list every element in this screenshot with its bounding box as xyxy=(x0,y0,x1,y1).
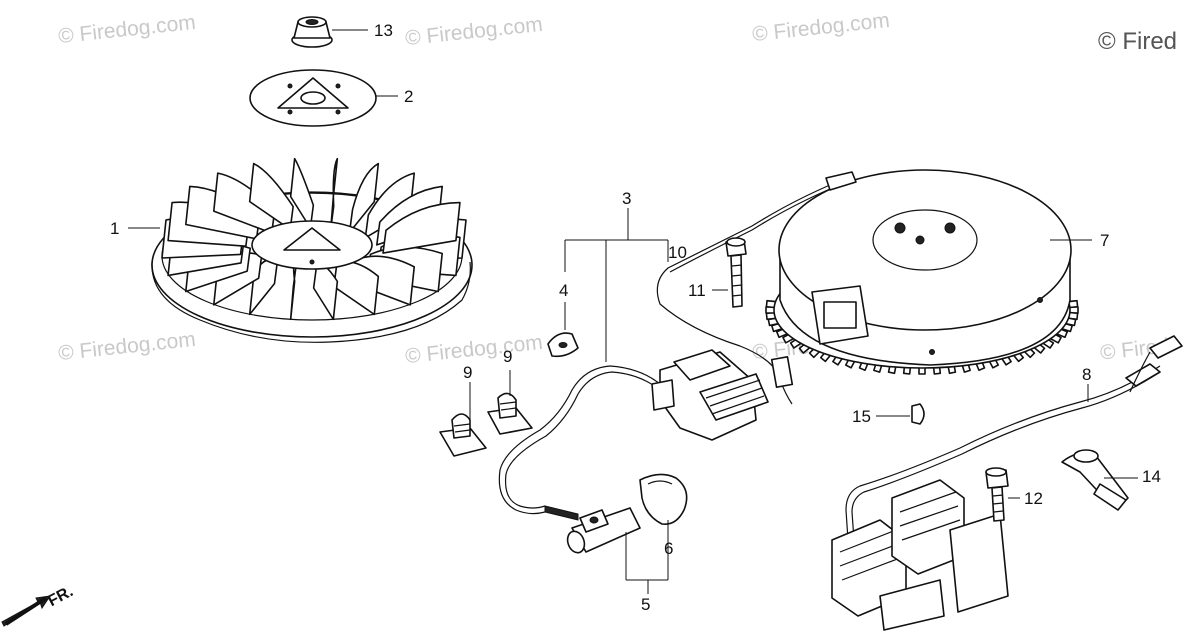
fan-blade xyxy=(348,162,380,234)
part-3-ignition-coil xyxy=(498,349,769,521)
callout-14: 14 xyxy=(1142,467,1161,486)
callout-13: 13 xyxy=(374,21,393,40)
part-11-bolt xyxy=(725,237,747,308)
part-5-spark-plug-cap xyxy=(566,507,641,554)
callout-9: 9 xyxy=(463,363,473,382)
part-7-flywheel xyxy=(765,169,1079,375)
callout-11: 11 xyxy=(688,281,706,300)
callout-6: 6 xyxy=(664,539,674,558)
fan-blade xyxy=(382,201,461,254)
part-4-grommet xyxy=(547,332,579,358)
front-direction-arrow-icon xyxy=(1,595,52,627)
fan-blade xyxy=(364,172,416,239)
callout-12: 12 xyxy=(1024,489,1043,508)
callout-2: 2 xyxy=(404,87,414,106)
fan-blade xyxy=(329,157,339,230)
part-10-stop-wire xyxy=(656,171,857,405)
callout-9: 9 xyxy=(503,347,513,366)
fan-blade xyxy=(248,162,294,231)
part-8-charge-coil xyxy=(831,335,1183,631)
callout-5: 5 xyxy=(641,595,651,614)
part-2-starter-pulley xyxy=(249,69,377,127)
callout-7: 7 xyxy=(1100,231,1110,250)
fan-blade xyxy=(289,157,315,229)
part-6-cap-seal xyxy=(639,473,688,526)
callout-1: 1 xyxy=(110,219,120,238)
leader-lines xyxy=(128,29,1138,594)
part-13-flange-nut xyxy=(291,16,333,48)
callout-15: 15 xyxy=(852,407,871,426)
part-1-cooling-fan xyxy=(151,157,473,343)
part-15-woodruff-key xyxy=(911,403,925,425)
part-14-wire-clamp xyxy=(1061,449,1129,511)
part-12-bolt xyxy=(985,467,1009,522)
part-9-wire-clip-left xyxy=(439,413,487,457)
callout-3: 3 xyxy=(622,189,632,208)
callout-10: 10 xyxy=(668,243,687,262)
callout-8: 8 xyxy=(1082,365,1092,384)
callout-4: 4 xyxy=(559,281,569,300)
part-9-wire-clip-right xyxy=(487,392,533,435)
watermark-corner: © Fired xyxy=(1098,28,1178,55)
